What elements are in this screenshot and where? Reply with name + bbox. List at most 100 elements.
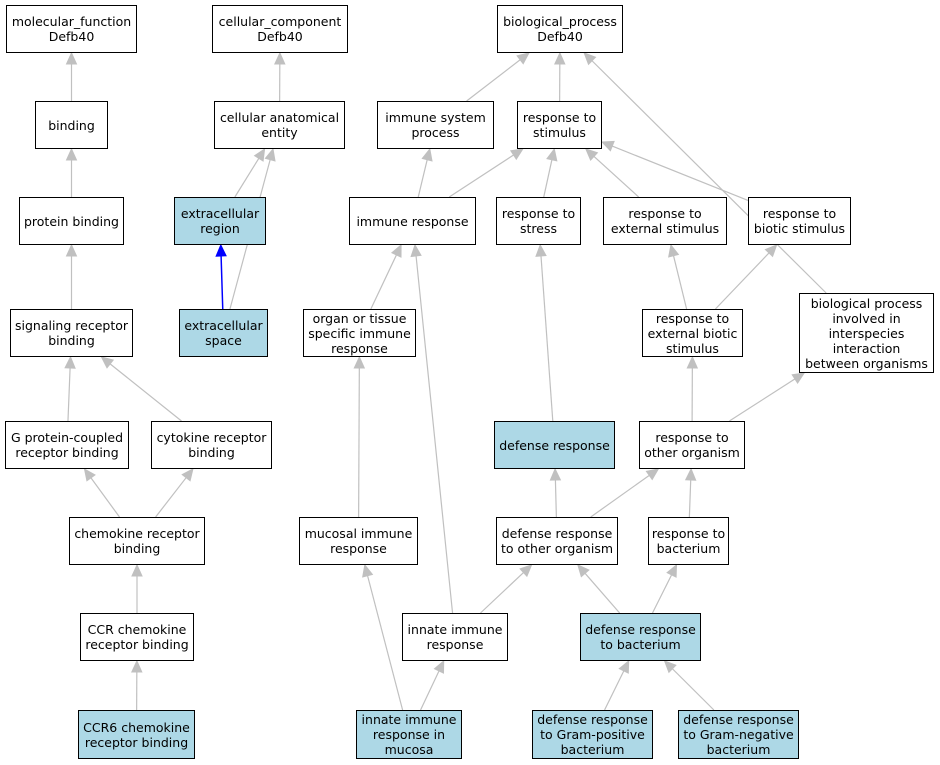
arrowhead-extracellular_region-to-cellular_anatomical_entity <box>253 147 266 162</box>
arrowhead-chemokine_receptor_binding-to-g_protein_coupled_receptor_binding <box>83 468 96 482</box>
arrowhead-defense_response_gram_negative-to-defense_response_to_bacterium <box>663 660 677 674</box>
arrowhead-extracellular_space-to-extracellular_region <box>215 243 227 257</box>
node-biological-process-interspecies[interactable]: biological process involved in interspec… <box>799 293 934 373</box>
arrowhead-cytokine_receptor_binding-to-signaling_receptor_binding <box>100 356 115 369</box>
edge-mucosal_immune_response-to-organ_tissue_immune_response <box>358 367 360 518</box>
edge-biological_process_interspecies-to-bp_root <box>591 60 827 294</box>
edge-response_to_external_biotic_stimulus-to-response_to_external_stimulus <box>672 255 688 310</box>
arrowhead-response_to_stress-to-response_to_stimulus <box>546 147 558 162</box>
edge-cytokine_receptor_binding-to-signaling_receptor_binding <box>109 363 182 422</box>
node-cytokine-receptor-binding[interactable]: cytokine receptor binding <box>151 421 272 469</box>
edge-defense_response_to_other_organism-to-defense_response <box>554 479 557 518</box>
arrowhead-response_to_other_organism-to-response_to_external_biotic_stimulus <box>686 355 699 369</box>
arrowhead-cellular_anatomical_entity-to-cc_root <box>274 51 286 65</box>
arrowhead-defense_response_to_other_organism-to-response_to_other_organism <box>645 468 660 481</box>
node-response-to-biotic-stimulus[interactable]: response to biotic stimulus <box>748 197 851 245</box>
node-response-to-external-stimulus[interactable]: response to external stimulus <box>603 197 727 245</box>
edge-immune_system_process-to-bp_root <box>466 59 521 102</box>
edge-defense_response_to_bacterium-to-response_to_bacterium <box>651 574 673 614</box>
edge-g_protein_coupled_receptor_binding-to-signaling_receptor_binding <box>67 367 71 422</box>
node-defense-response-gram-positive[interactable]: defense response to Gram-positive bacter… <box>532 710 653 759</box>
node-bp-root[interactable]: biological_process Defb40 <box>497 5 623 53</box>
arrowhead-defense_response_to_bacterium-to-response_to_bacterium <box>666 563 678 578</box>
arrowhead-immune_response-to-response_to_stimulus <box>509 148 524 161</box>
arrowhead-biological_process_interspecies-to-bp_root <box>583 52 597 66</box>
node-cc-root[interactable]: cellular_component Defb40 <box>212 5 348 53</box>
node-mucosal-immune-response[interactable]: mucosal immune response <box>299 517 418 565</box>
arrowhead-response_to_other_organism-to-biological_process_interspecies <box>791 372 806 385</box>
arrowhead-ccr6_chemokine_receptor_binding-to-ccr_chemokine_receptor_binding <box>131 659 143 673</box>
edge-response_to_other_organism-to-biological_process_interspecies <box>729 378 796 422</box>
node-organ-tissue-immune-response[interactable]: organ or tissue specific immune response <box>303 309 416 357</box>
edge-organ_tissue_immune_response-to-immune_response <box>370 254 397 310</box>
edge-defense_response_gram_positive-to-defense_response_to_bacterium <box>604 670 625 711</box>
edge-response_to_stress-to-response_to_stimulus <box>543 159 553 198</box>
arrowhead-innate_immune_response-to-defense_response_to_other_organism <box>519 564 533 578</box>
node-defense-response-to-bacterium[interactable]: defense response to bacterium <box>580 613 701 661</box>
arrowhead-immune_system_process-to-bp_root <box>516 52 530 65</box>
edge-immune_response-to-immune_system_process <box>417 159 428 198</box>
node-response-to-external-biotic-stimulus[interactable]: response to external biotic stimulus <box>642 309 743 357</box>
edge-innate_immune_response_in_mucosa-to-mucosal_immune_response <box>366 575 404 711</box>
arrowhead-protein_binding-to-binding <box>65 147 78 161</box>
node-immune-system-process[interactable]: immune system process <box>377 101 494 149</box>
node-binding[interactable]: binding <box>35 101 108 149</box>
node-extracellular-space[interactable]: extracellular space <box>179 309 268 357</box>
arrowhead-extracellular_space-to-cellular_anatomical_entity <box>264 147 276 162</box>
edge-extracellular_region-to-cellular_anatomical_entity <box>234 158 260 198</box>
edge-response_to_biotic_stimulus-to-response_to_stimulus <box>611 145 749 201</box>
arrowhead-response_to_bacterium-to-response_to_other_organism <box>684 467 697 481</box>
arrowhead-defense_response_to_bacterium-to-defense_response_to_other_organism <box>577 564 590 578</box>
arrowhead-defense_response-to-response_to_stress <box>535 243 547 257</box>
arrowhead-chemokine_receptor_binding-to-cytokine_receptor_binding <box>181 468 194 482</box>
edge-chemokine_receptor_binding-to-g_protein_coupled_receptor_binding <box>90 477 120 518</box>
arrowhead-response_to_external_biotic_stimulus-to-response_to_external_stimulus <box>668 243 680 258</box>
arrowhead-binding-to-mf_root <box>65 51 78 65</box>
node-g-protein-coupled-receptor-binding[interactable]: G protein-coupled receptor binding <box>5 421 129 469</box>
edge-chemokine_receptor_binding-to-cytokine_receptor_binding <box>155 477 187 518</box>
node-immune-response[interactable]: immune response <box>349 197 476 245</box>
node-ccr6-chemokine-receptor-binding[interactable]: CCR6 chemokine receptor binding <box>78 710 195 759</box>
node-extracellular-region[interactable]: extracellular region <box>174 197 266 245</box>
edge-response_to_bacterium-to-response_to_other_organism <box>688 479 692 518</box>
edge-innate_immune_response_in_mucosa-to-innate_immune_response <box>420 670 440 711</box>
edge-defense_response-to-response_to_stress <box>540 255 554 422</box>
node-innate-immune-response[interactable]: innate immune response <box>402 613 508 661</box>
arrowhead-innate_immune_response-to-immune_response <box>410 243 422 258</box>
arrowhead-defense_response_gram_positive-to-defense_response_to_bacterium <box>618 659 630 674</box>
node-defense-response-to-other-organism[interactable]: defense response to other organism <box>496 517 618 565</box>
arrowhead-ccr_chemokine_receptor_binding-to-chemokine_receptor_binding <box>131 563 143 577</box>
arrowhead-response_to_biotic_stimulus-to-response_to_stimulus <box>600 140 615 152</box>
edge-immune_response-to-response_to_stimulus <box>448 154 514 198</box>
edge-defense_response_to_bacterium-to-defense_response_to_other_organism <box>584 572 621 614</box>
edge-extracellular_space-to-extracellular_region <box>220 255 224 310</box>
arrowhead-response_to_external_biotic_stimulus-to-response_to_biotic_stimulus <box>764 244 778 258</box>
node-protein-binding[interactable]: protein binding <box>19 197 124 245</box>
node-response-to-bacterium[interactable]: response to bacterium <box>648 517 729 565</box>
node-mf-root[interactable]: molecular_function Defb40 <box>6 5 137 53</box>
arrowhead-response_to_external_stimulus-to-response_to_stimulus <box>585 148 599 162</box>
arrowhead-response_to_stimulus-to-bp_root <box>554 51 566 65</box>
node-cellular-anatomical-entity[interactable]: cellular anatomical entity <box>214 101 345 149</box>
arrowhead-immune_response-to-immune_system_process <box>421 147 433 162</box>
node-innate-immune-response-in-mucosa[interactable]: innate immune response in mucosa <box>356 710 462 759</box>
arrowhead-innate_immune_response_in_mucosa-to-mucosal_immune_response <box>362 563 374 578</box>
node-ccr-chemokine-receptor-binding[interactable]: CCR chemokine receptor binding <box>80 613 194 661</box>
edge-response_to_external_biotic_stimulus-to-response_to_biotic_stimulus <box>714 252 770 310</box>
arrowhead-signaling_receptor_binding-to-protein_binding <box>65 243 78 257</box>
edge-defense_response_gram_negative-to-defense_response_to_bacterium <box>671 668 715 711</box>
arrowhead-organ_tissue_immune_response-to-immune_response <box>390 243 402 258</box>
node-defense-response[interactable]: defense response <box>494 421 615 469</box>
edge-innate_immune_response-to-defense_response_to_other_organism <box>480 572 524 614</box>
node-chemokine-receptor-binding[interactable]: chemokine receptor binding <box>69 517 205 565</box>
arrowhead-defense_response_to_other_organism-to-defense_response <box>549 467 562 481</box>
edge-innate_immune_response-to-immune_response <box>415 255 454 614</box>
edge-defense_response_to_other_organism-to-response_to_other_organism <box>590 474 650 518</box>
node-signaling-receptor-binding[interactable]: signaling receptor binding <box>10 309 133 357</box>
node-response-to-stress[interactable]: response to stress <box>496 197 581 245</box>
node-response-to-other-organism[interactable]: response to other organism <box>639 421 745 469</box>
node-response-to-stimulus[interactable]: response to stimulus <box>517 101 602 149</box>
node-defense-response-gram-negative[interactable]: defense response to Gram-negative bacter… <box>678 710 799 759</box>
